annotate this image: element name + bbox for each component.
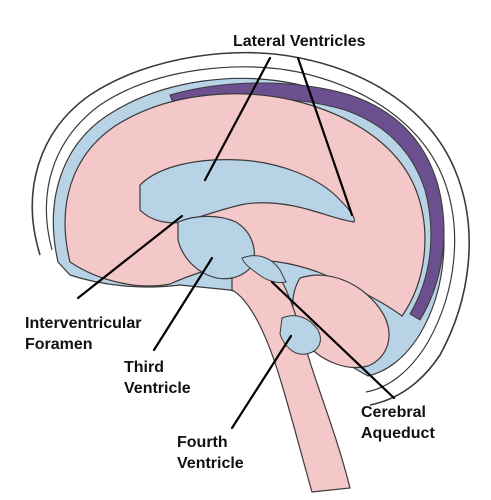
label-fourth-ventricle: Fourth Ventricle	[177, 432, 244, 474]
label-lateral-ventricles: Lateral Ventricles	[233, 31, 366, 52]
label-interventricular-line-1: Interventricular	[25, 313, 141, 334]
label-third-ventricle: Third Ventricle	[124, 357, 191, 399]
label-cerebral-aqueduct-line-1: Cerebral	[361, 402, 435, 423]
label-interventricular-line-2: Foramen	[25, 334, 141, 355]
label-third-ventricle-line-1: Third	[124, 357, 191, 378]
label-lateral-ventricles-text: Lateral Ventricles	[233, 31, 366, 52]
label-interventricular-foramen: Interventricular Foramen	[25, 313, 141, 355]
label-fourth-ventricle-line-2: Ventricle	[177, 453, 244, 474]
label-fourth-ventricle-line-1: Fourth	[177, 432, 244, 453]
label-third-ventricle-line-2: Ventricle	[124, 378, 191, 399]
label-cerebral-aqueduct-line-2: Aqueduct	[361, 423, 435, 444]
label-cerebral-aqueduct: Cerebral Aqueduct	[361, 402, 435, 444]
